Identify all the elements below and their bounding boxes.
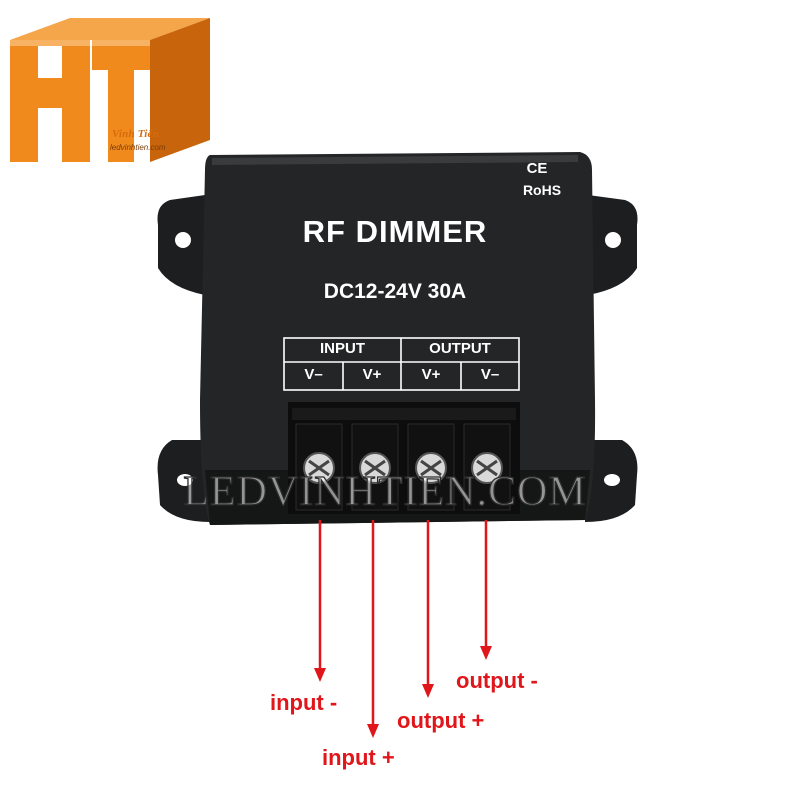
terminal-pin-label: V+ [421,366,441,383]
mount-hole-icon [604,474,620,486]
mount-hole-icon [605,232,621,248]
wire-label-output-minus: output - [456,668,538,693]
terminal-screw-icon [303,452,503,484]
wire-label-output-plus: output + [397,708,485,733]
terminal-pin-label: V+ [362,366,382,383]
wire-label-input-plus: input + [322,745,395,770]
watermark-text: LEDVINHTIEN.COM [183,468,587,515]
device-title: RF DIMMER [302,214,488,249]
device-rating: DC12-24V 30A [323,280,467,303]
terminal-pin-label: V– [304,366,323,383]
ce-mark: CE [526,160,548,177]
mount-hole-icon [175,232,191,248]
logo-website: ledvinhtien.com [110,143,166,152]
logo-brand-name: Vinh Tiến [112,128,159,140]
rohs-mark: RoHS [522,182,562,198]
vinh-tien-logo: Vinh Tiến ledvinhtien.com [0,0,215,165]
terminal-pin-label: V– [480,366,500,383]
terminal-group-output: OUTPUT [429,340,491,357]
wire-arrows [314,520,492,738]
wire-label-input-minus: input - [270,690,338,715]
logo-box-icon [10,18,210,162]
mount-hole-icon [177,474,193,486]
terminal-group-input: INPUT [320,340,365,357]
